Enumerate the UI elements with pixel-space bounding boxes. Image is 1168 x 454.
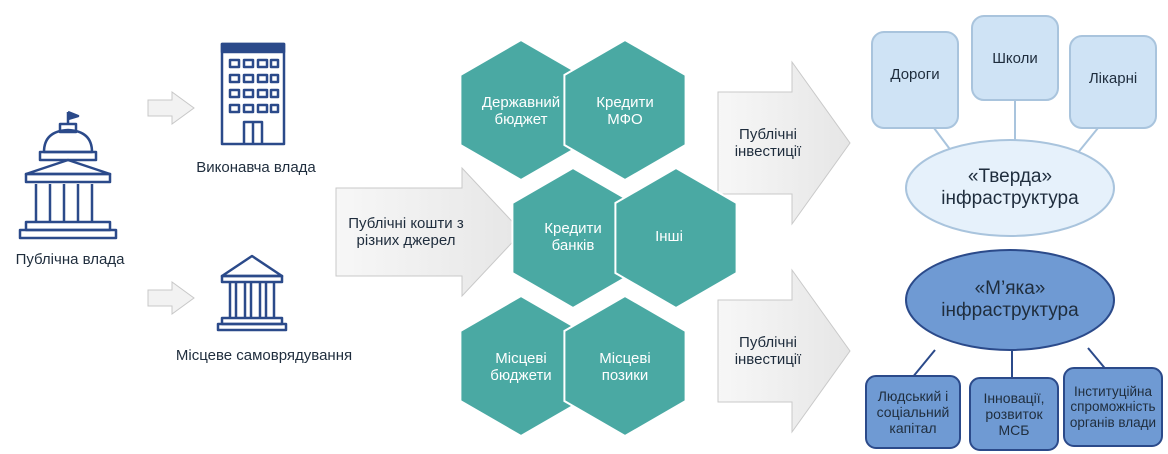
investments-bottom-label: Публічні інвестиції bbox=[734, 333, 802, 368]
funding-arrow-label: Публічні кошти з різних джерел bbox=[348, 214, 464, 249]
hard-infra-ellipse bbox=[905, 139, 1115, 237]
funding-arrow-shape bbox=[335, 166, 523, 298]
hard-infra-item-roads: Дороги bbox=[890, 66, 940, 84]
soft-infra-box-human bbox=[865, 375, 961, 449]
hard-infra-box-hospitals bbox=[1069, 35, 1157, 129]
soft-infra-item-human: Людський і соціальний капітал bbox=[876, 387, 950, 437]
hexagon-cluster bbox=[459, 38, 738, 438]
source-state-budget: Державний бюджет bbox=[481, 93, 561, 128]
small-arrow-bottom bbox=[147, 281, 195, 315]
hard-infra-box-schools bbox=[971, 15, 1059, 101]
office-building-icon bbox=[220, 42, 286, 146]
soft-infra-item-institutional: Інституційна спроможність органів влади bbox=[1069, 383, 1157, 430]
source-mfo-credits: Кредити МФО bbox=[596, 93, 654, 128]
investment-arrow-top-shape bbox=[717, 60, 851, 226]
soft-infra-title: «М’яка» інфраструктура bbox=[941, 278, 1079, 321]
hard-infra-box-roads bbox=[871, 31, 959, 129]
executive-authority-label: Виконавча влада bbox=[196, 159, 316, 177]
investments-top-label: Публічні інвестиції bbox=[734, 125, 802, 160]
hexagon-other bbox=[614, 166, 738, 310]
source-local-loans: Місцеві позики bbox=[599, 349, 651, 384]
columns-building-icon bbox=[216, 254, 288, 332]
small-arrow-top bbox=[147, 91, 195, 125]
soft-infra-item-innovation: Інновації, розвиток МСБ bbox=[983, 389, 1045, 439]
hexagon-mfo-credits bbox=[563, 38, 687, 182]
source-local-budgets: Місцеві бюджети bbox=[490, 349, 552, 384]
source-other: Інші bbox=[655, 228, 683, 246]
hard-infra-item-schools: Школи bbox=[992, 50, 1038, 68]
local-government-label: Місцеве самоврядування bbox=[175, 347, 353, 365]
source-bank-credits: Кредити банків bbox=[544, 219, 602, 254]
hard-infra-item-hospitals: Лікарні bbox=[1088, 70, 1138, 88]
soft-infra-box-institutional bbox=[1063, 367, 1163, 447]
investment-arrow-bottom-shape bbox=[717, 268, 851, 434]
hexagon-local-loans bbox=[563, 294, 687, 438]
capitol-icon bbox=[18, 110, 118, 240]
public-authority-label: Публічна влада bbox=[15, 251, 125, 269]
soft-infra-box-innovation bbox=[969, 377, 1059, 451]
soft-infra-ellipse bbox=[905, 249, 1115, 351]
hard-infra-title: «Тверда» інфраструктура bbox=[941, 166, 1079, 209]
